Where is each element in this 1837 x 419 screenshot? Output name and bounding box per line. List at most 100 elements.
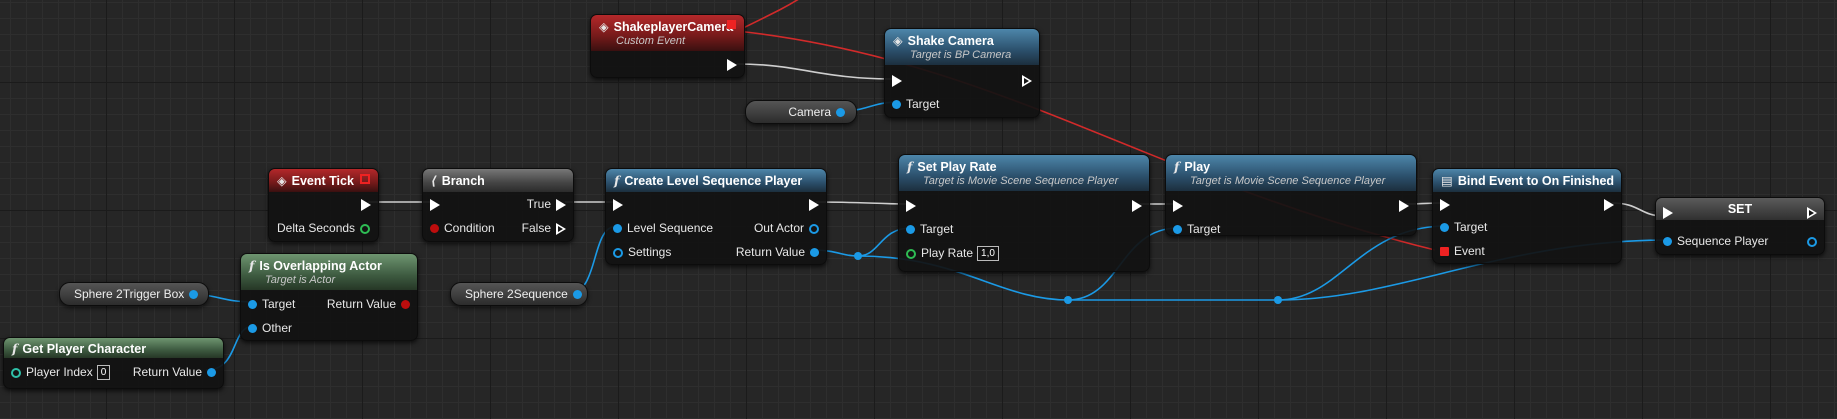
exec-in-pin[interactable] [1440, 198, 1450, 211]
node-title: Bind Event to On Finished [1457, 174, 1615, 188]
target-pin[interactable] [1173, 225, 1182, 235]
node-header: ◈Event Tick [269, 169, 378, 192]
node-title: Set Play Rate [917, 160, 997, 174]
level-sequence-pin[interactable] [613, 224, 622, 234]
exec-in-pin[interactable] [906, 199, 916, 212]
node-event-tick[interactable]: ◈Event Tick Delta Seconds [268, 168, 379, 242]
exec-in-pin[interactable] [613, 198, 623, 211]
condition-pin[interactable] [430, 224, 439, 234]
exec-out-pin[interactable] [361, 198, 371, 211]
return-value-pin[interactable] [207, 368, 216, 378]
node-bind-event-on-finished[interactable]: ▤Bind Event to On Finished Target Event [1432, 168, 1622, 264]
exec-in-pin[interactable] [430, 198, 440, 211]
diamond-icon: ◈ [599, 19, 609, 34]
out-actor-pin[interactable] [809, 223, 819, 234]
exec-out-pin[interactable] [727, 58, 737, 71]
sequence-player-out-pin[interactable] [1807, 236, 1817, 247]
event-delegate-pin[interactable] [1440, 247, 1449, 257]
object-out-pin[interactable] [572, 290, 582, 300]
return-value-pin[interactable] [401, 300, 410, 310]
node-title: ShakeplayerCamera [613, 20, 734, 34]
exec-out-pin[interactable] [1132, 199, 1142, 212]
exec-out-pin[interactable] [809, 198, 819, 211]
wire-reroute-knot[interactable] [1064, 296, 1072, 304]
function-f-icon: f [1174, 159, 1180, 174]
pin-label: Condition [444, 221, 495, 235]
target-pin[interactable] [248, 300, 257, 310]
exec-in-pin[interactable] [1663, 206, 1673, 219]
pin-label: Target [906, 97, 940, 111]
exec-wire [815, 201, 912, 205]
function-f-icon: f [12, 341, 18, 356]
pin-label: Level Sequence [627, 221, 714, 235]
wire-reroute-knot[interactable] [854, 252, 862, 260]
function-f-icon: f [907, 159, 913, 174]
play-rate-pin[interactable] [906, 248, 916, 259]
node-title: Is Overlapping Actor [259, 259, 382, 273]
variable-sphere-sequence[interactable]: Sphere 2Sequence [450, 282, 588, 306]
node-header: ◈Shake Camera Target is BP Camera [885, 29, 1039, 65]
pin-label: Play Rate [921, 246, 974, 260]
node-shakeplayer-camera-event[interactable]: ◈ShakeplayerCamera Custom Event [590, 14, 745, 78]
player-index-value-field[interactable]: 0 [96, 365, 111, 381]
return-value-pin[interactable] [810, 248, 819, 258]
delegate-pin[interactable] [360, 174, 370, 184]
node-branch[interactable]: ⟨Branch True Condition False [422, 168, 574, 242]
node-title: SET [1656, 198, 1824, 220]
exec-in-pin[interactable] [1173, 199, 1183, 212]
exec-out-pin[interactable] [1604, 198, 1614, 211]
exec-out-pin[interactable] [1807, 206, 1817, 219]
exec-false-pin[interactable] [556, 222, 566, 235]
node-header: ◈ShakeplayerCamera Custom Event [591, 15, 744, 51]
node-title: Branch [441, 174, 485, 188]
bind-event-icon: ▤ [1441, 173, 1453, 188]
pin-label: False [521, 221, 551, 235]
exec-out-pin[interactable] [1399, 199, 1409, 212]
variable-sphere-trigger-box[interactable]: Sphere 2Trigger Box [59, 282, 209, 306]
pin-label: Return Value [132, 365, 202, 379]
exec-wire [736, 63, 895, 80]
delegate-pin[interactable] [727, 20, 736, 29]
pin-label: Sequence Player [1677, 234, 1769, 248]
wire-reroute-knot[interactable] [1274, 296, 1282, 304]
player-index-pin[interactable] [11, 367, 21, 378]
float-out-pin[interactable] [360, 223, 371, 234]
diamond-icon: ◈ [277, 173, 287, 188]
node-subtitle: Target is Actor [265, 274, 336, 286]
delegate-wire [736, 0, 799, 32]
target-pin[interactable] [1440, 223, 1449, 233]
exec-in-pin[interactable] [892, 74, 902, 87]
branch-icon: ⟨ [431, 173, 437, 188]
target-pin[interactable] [892, 100, 901, 110]
exec-true-pin[interactable] [556, 198, 566, 211]
exec-out-pin[interactable] [1022, 74, 1032, 87]
pin-label: Return Value [326, 297, 396, 311]
other-pin[interactable] [248, 324, 257, 334]
pin-label: Player Index [26, 365, 93, 379]
settings-pin[interactable] [613, 247, 623, 258]
node-shake-camera[interactable]: ◈Shake Camera Target is BP Camera Target [884, 28, 1040, 118]
function-f-icon: f [249, 258, 255, 273]
play-rate-value-field[interactable]: 1,0 [977, 246, 999, 262]
sequence-player-in-pin[interactable] [1663, 237, 1672, 247]
pin-label: Settings [628, 245, 672, 259]
variable-label: Sphere 2Trigger Box [74, 287, 185, 301]
node-header: ▤ Bind Event to On Finished [1433, 169, 1621, 192]
target-pin[interactable] [906, 225, 915, 235]
node-title: Create Level Sequence Player [624, 174, 803, 188]
object-out-pin[interactable] [836, 108, 845, 118]
object-out-pin[interactable] [189, 290, 199, 300]
node-title: Play [1184, 160, 1211, 174]
pin-label: Target [1454, 220, 1488, 234]
variable-camera[interactable]: Camera [745, 100, 857, 124]
node-set-variable[interactable]: SET Sequence Player [1655, 197, 1825, 255]
